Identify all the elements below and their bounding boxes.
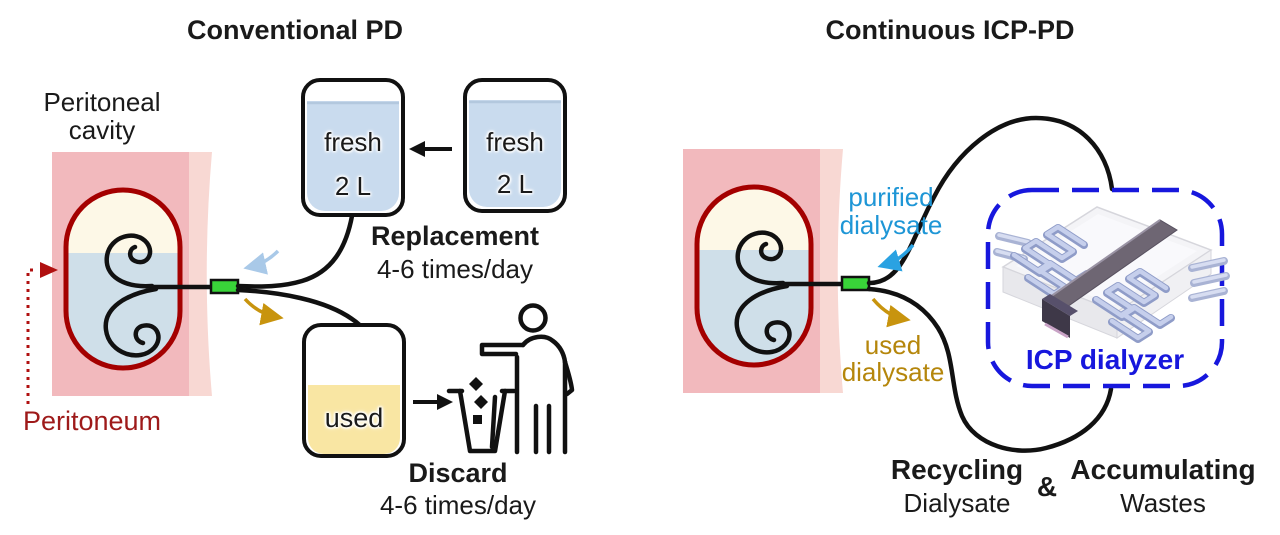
inflow-arrow-icon xyxy=(243,249,280,275)
right-panel-title: Continuous ICP-PD xyxy=(825,15,1075,45)
replacement-frequency: 4-6 times/day xyxy=(376,254,534,284)
purified-dialysate-line1: purified xyxy=(848,182,934,212)
discard-frequency: 4-6 times/day xyxy=(379,490,537,520)
purified-dialysate-line2: dialysate xyxy=(839,210,943,240)
right-arrow-icon xyxy=(413,394,453,410)
ampersand: & xyxy=(1036,471,1058,502)
person-discarding-waste-icon xyxy=(446,303,575,455)
accumulating-title: Accumulating xyxy=(1070,454,1256,485)
used-dialysate-line1: used xyxy=(864,330,922,360)
icp-microfluidic-dialyzer-3d-icon xyxy=(993,206,1230,343)
accumulating-subtitle: Wastes xyxy=(1120,488,1206,518)
catheter-tubing-right xyxy=(866,115,1115,453)
discard-title: Discard xyxy=(408,458,508,488)
peritoneal-cavity-line1: Peritoneal xyxy=(43,87,161,117)
peritoneum-label: Peritoneum xyxy=(22,406,162,436)
fresh-bag-near-label: fresh xyxy=(324,127,382,157)
peritoneum-pointer-icon xyxy=(26,262,58,404)
recycling-title: Recycling xyxy=(890,454,1024,485)
replacement-title: Replacement xyxy=(370,221,540,251)
outflow-arrow-icon xyxy=(871,297,911,328)
icp-dialyzer-label: ICP dialyzer xyxy=(1025,344,1185,375)
inflow-arrow-icon xyxy=(877,243,915,272)
recycling-subtitle: Dialysate xyxy=(903,488,1011,518)
icp-dialyzer-box xyxy=(985,187,1225,389)
body-illustration-left xyxy=(52,152,238,396)
used-dialysate-line2: dialysate xyxy=(841,357,945,387)
fresh-bag-near-volume: 2 L xyxy=(334,171,372,201)
fresh-bag-far-label: fresh xyxy=(486,127,544,157)
peritoneal-cavity-label: Peritoneal cavity xyxy=(22,88,182,144)
fresh-bag-far-volume: 2 L xyxy=(496,169,534,199)
left-arrow-icon xyxy=(409,141,452,157)
outflow-arrow-icon xyxy=(243,297,284,326)
used-bag-label: used xyxy=(324,403,384,433)
peritoneal-cavity-line2: cavity xyxy=(68,115,136,146)
fresh-bag-far-icon xyxy=(463,78,567,213)
left-panel-title: Conventional PD xyxy=(186,15,403,45)
fresh-bag-near-icon xyxy=(301,78,405,217)
used-bag-icon xyxy=(302,323,406,458)
